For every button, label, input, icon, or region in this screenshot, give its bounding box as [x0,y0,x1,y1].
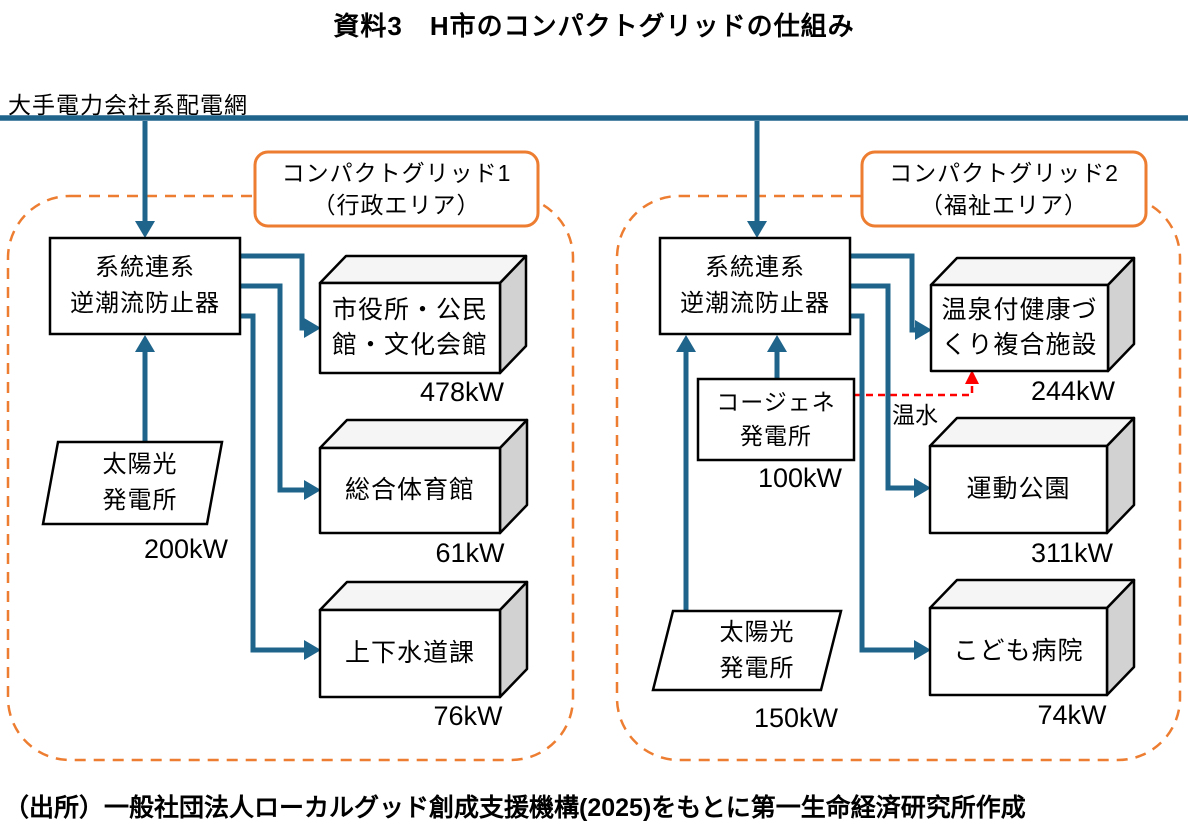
hospital-box-front [928,606,1109,697]
solar2-shape [651,609,843,692]
grid1-device-box [48,236,242,336]
device-boxes [41,236,856,692]
cityhall-label: 市役所・公民 館・文化会館 [331,296,488,359]
arrowhead-gym-icon [304,480,321,500]
gym-capacity: 61kW [435,538,505,568]
park-label: 運動公園 [966,475,1071,503]
line-device1-to-cityhall [240,253,305,331]
gym-box-front [318,446,502,535]
line-device1-to-waterworks [240,313,305,653]
waterworks-box-front [318,608,502,699]
arrowhead-park-icon [914,478,931,498]
waterworks-box-top [318,580,529,612]
cogen-box [696,377,856,462]
solar1-label: 太陽光 発電所 [102,451,178,514]
arrowhead-waterworks-icon [304,640,321,660]
hospital-box-top [928,578,1136,610]
grid2-tag-box [860,150,1148,228]
source-note: （出所）一般社団法人ローカルグッド創成支援機構(2025)をもとに第一生命経済研… [4,794,1026,822]
arrowhead-cogen-icon [767,335,787,352]
diagram-title: 資料3 H市のコンパクトグリッドの仕組み [333,11,855,41]
line-device2-to-park [850,283,915,491]
grid-tag-boxes [253,150,1148,228]
cityhall-box-top [318,254,528,285]
arrowhead-solar1-icon [135,335,155,352]
power-arrowheads [135,221,932,660]
hot-water-flow [854,370,979,397]
solar2-label: 太陽光 発電所 [719,618,795,682]
solar2-capacity: 150kW [753,703,839,733]
cityhall-box-front [318,281,502,375]
hot-water-line [854,382,974,397]
waterworks-label: 上下水道課 [344,639,475,667]
cogen-label: コージェネ 発電所 [716,389,836,449]
hospital-label: こども病院 [953,637,1084,665]
facility-boxes-grid2 [928,256,1136,697]
arrowhead-solar2-icon [676,335,696,352]
solar1-capacity: 200kW [143,534,229,564]
grid1-tag: コンパクトグリッド1 （行政エリア） [281,159,512,218]
park-box-top [928,416,1136,448]
line-device2-to-spa [850,253,916,333]
arrowhead-spa-icon [915,320,932,340]
arrowhead-hospital-icon [914,640,931,660]
waterworks-capacity: 76kW [433,701,503,731]
network-label: 大手電力会社系配電網 [8,92,248,118]
gym-box-top [318,418,529,450]
spa-box-top [929,256,1136,287]
arrowhead-cityhall-icon [304,318,321,338]
power-connectors [142,253,916,653]
spa-box-front [929,283,1110,373]
cogen-capacity: 100kW [757,463,843,493]
gym-label: 総合体育館 [344,476,475,504]
facility-boxes-grid1 [318,254,529,699]
spa-label: 温泉付健康づ くり複合施設 [941,296,1098,359]
spa-capacity: 244kW [1030,376,1116,406]
line-device2-to-hospital [850,313,915,653]
arrowhead-feed-grid2-icon [747,221,767,238]
cityhall-capacity: 478kW [419,377,505,407]
hot-water-arrowhead-icon [965,370,979,384]
network-lines [0,115,1188,222]
grid1-area-outline [6,194,575,762]
park-capacity: 311kW [1030,538,1114,568]
line-device1-to-gym [240,283,305,493]
hot-water-label: 温水 [892,402,938,428]
grid1-device-label: 系統連系 逆潮流防止器 [70,254,220,317]
hospital-capacity: 74kW [1037,700,1107,730]
grid2-device-box [658,236,852,336]
grid2-device-label: 系統連系 逆潮流防止器 [680,254,830,317]
park-box-front [928,444,1109,535]
solar1-shape [41,440,224,526]
grid2-tag: コンパクトグリッド2 （福祉エリア） [889,159,1119,218]
arrowhead-feed-grid1-icon [135,221,155,238]
grid1-tag-box [253,150,540,228]
